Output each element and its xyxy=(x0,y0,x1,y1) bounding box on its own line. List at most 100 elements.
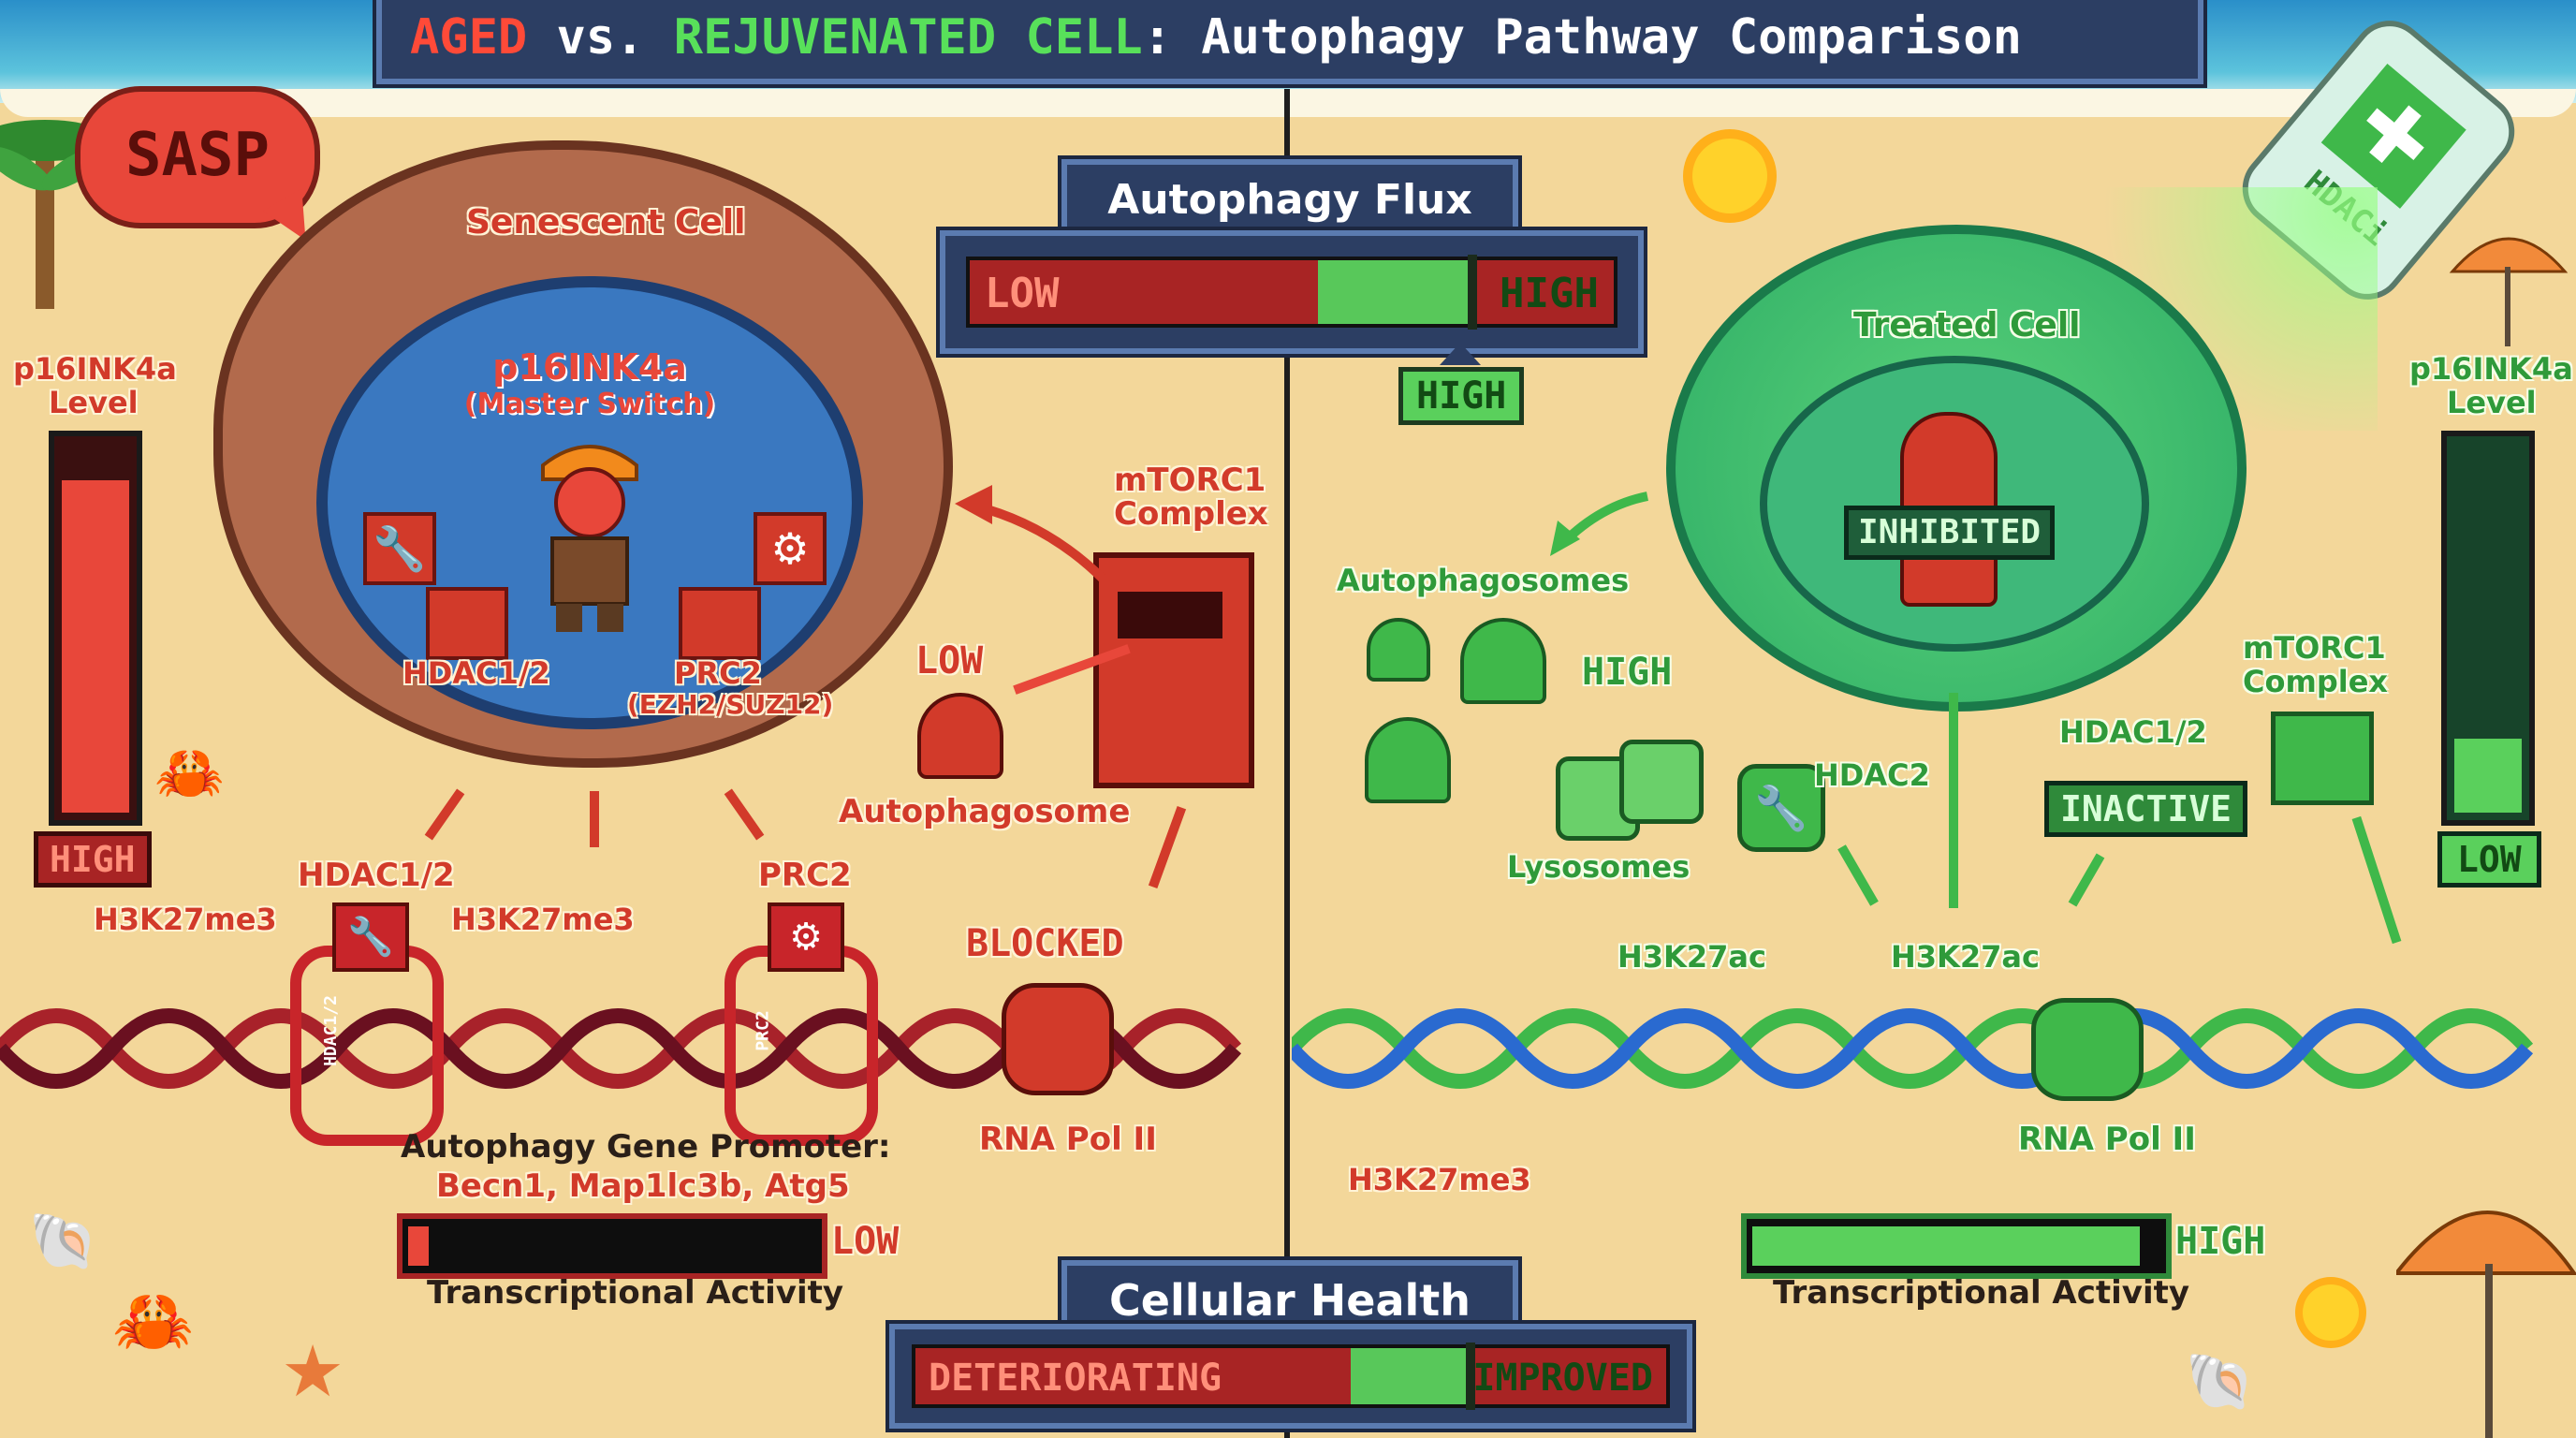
beach-umbrella-icon-2 xyxy=(2396,1211,2576,1438)
rejuv-tx-bar xyxy=(1741,1213,2172,1279)
title-rest: : Autophagy Pathway Comparison xyxy=(1142,9,2022,66)
mtorc-aged-label-2: Complex xyxy=(1114,495,1268,533)
mtorc-rejuv-robot xyxy=(2271,712,2374,805)
hdac-lever xyxy=(426,587,508,660)
arrow-hdac-down xyxy=(424,788,465,841)
gear-icon: ⚙ xyxy=(754,512,827,585)
rejuv-tx-fill xyxy=(1752,1226,2141,1266)
lysosome-2-icon xyxy=(1619,740,1704,824)
hdac12-label: HDAC1/2 xyxy=(2059,714,2207,750)
flux-gauge: LOW HIGH xyxy=(940,230,1644,354)
arrow-hdac2-down xyxy=(1837,844,1879,906)
wrench-icon: 🔧 xyxy=(363,512,436,585)
angry-worker-icon xyxy=(541,445,638,632)
hdac2-wrench-icon: 🔧 xyxy=(1737,764,1825,852)
senescent-cell: Senescent Cell p16INK4a (Master Switch) … xyxy=(213,140,953,768)
flux-needle xyxy=(1467,255,1477,330)
gear-clamp-icon: ⚙ xyxy=(768,902,844,972)
p16-rejuv-fill xyxy=(2454,739,2522,813)
page-title: AGED vs. REJUVENATED CELL: Autophagy Pat… xyxy=(410,13,2022,62)
wrench-clamp-icon: 🔧 xyxy=(332,902,409,972)
prc-lever-sub: (EZH2/SUZ12) xyxy=(627,689,834,720)
hdac-clamp-label: HDAC1/2 xyxy=(320,995,341,1066)
health-needle xyxy=(1466,1343,1476,1410)
hdac-lever-label: HDAC1/2 xyxy=(402,655,550,691)
sun-icon-2 xyxy=(2303,1284,2359,1341)
health-title: Cellular Health xyxy=(1109,1275,1471,1326)
p16-aged-value: HIGH xyxy=(34,831,152,888)
flux-indicator-arrow xyxy=(1440,343,1481,365)
crab-icon: 🦀 xyxy=(154,741,225,806)
arrow-mtorc-down xyxy=(2351,815,2402,945)
p16-aged-fill xyxy=(62,480,129,813)
arrow-center-down xyxy=(590,791,599,847)
mtorc-aged-label-1: mTORC1 xyxy=(1114,462,1266,499)
autophagosome-label: Autophagosome xyxy=(839,793,1131,830)
inhibited-label: INHIBITED xyxy=(1844,506,2056,560)
title-rejuvenated: REJUVENATED CELL xyxy=(673,9,1143,66)
title-aged: AGED xyxy=(410,9,528,66)
rejuv-tx-value: HIGH xyxy=(2175,1220,2266,1263)
health-gauge-green xyxy=(1351,1348,1471,1404)
prc-lever xyxy=(679,587,761,660)
promoter-label-1: Autophagy Gene Promoter: xyxy=(401,1128,891,1166)
rna-pol-rejuv-icon xyxy=(2031,998,2144,1101)
mtorc-aged-robot xyxy=(1093,552,1254,788)
arrow-prc-down xyxy=(724,788,765,841)
health-gauge: DETERIORATING IMPROVED xyxy=(889,1324,1692,1429)
autophagosome-3-icon xyxy=(1365,717,1451,803)
health-right-label: IMPROVED xyxy=(1472,1357,1653,1400)
crab-icon-2: 🦀 xyxy=(112,1283,195,1359)
sasp-bubble: SASP xyxy=(75,86,320,228)
autophagosome-1-icon xyxy=(1367,618,1430,682)
aged-tx-label: Transcriptional Activity xyxy=(427,1274,844,1312)
arrow-inactive-down xyxy=(2068,853,2105,907)
arrow-mtorc-blocked xyxy=(1148,806,1187,888)
mtorc-rejuv-label-2: Complex xyxy=(2243,664,2389,699)
rna-pol-aged-icon xyxy=(1002,983,1114,1095)
flux-high-label: HIGH xyxy=(1500,270,1599,317)
senescent-nucleus: p16INK4a (Master Switch) 🔧 ⚙ HDAC1/2 PRC… xyxy=(316,276,863,729)
p16-rejuv-label-2: Level xyxy=(2447,385,2537,420)
sasp-label: SASP xyxy=(124,121,271,190)
rejuv-tx-label: Transcriptional Activity xyxy=(1773,1274,2190,1312)
h3k27me3-label-1: H3K27me3 xyxy=(94,902,277,937)
h3k27ac-label-1: H3K27ac xyxy=(1617,939,1766,975)
p16-aged-gauge xyxy=(49,431,142,826)
master-switch-title: p16INK4a xyxy=(492,346,687,388)
inactive-label: INACTIVE xyxy=(2044,781,2248,837)
sun-icon xyxy=(1692,139,1767,213)
flux-gauge-green xyxy=(1317,260,1472,324)
health-gauge-track: DETERIORATING IMPROVED xyxy=(912,1343,1670,1410)
p16-aged-label-2: Level xyxy=(49,385,139,420)
rna-pol-rejuv-label: RNA Pol II xyxy=(2018,1121,2196,1158)
mtorc-aged-screen xyxy=(1118,592,1222,638)
p16-rejuv-gauge xyxy=(2441,431,2535,826)
aged-tx-value: LOW xyxy=(831,1220,900,1263)
promoter-label-2: Becn1, Map1lc3b, Atg5 xyxy=(436,1167,850,1205)
mtorc-to-cell-arrow xyxy=(955,485,1108,584)
flux-title: Autophagy Flux xyxy=(1107,176,1472,224)
flux-low-label: LOW xyxy=(985,270,1060,317)
p16-aged-label-1: p16INK4a xyxy=(13,351,177,387)
shell-icon: 🐚 xyxy=(28,1209,98,1274)
p16-rejuv-label-1: p16INK4a xyxy=(2409,351,2573,387)
aged-tx-bar xyxy=(397,1213,827,1279)
prc-dna-label: PRC2 xyxy=(758,857,852,894)
treated-cell-label: Treated Cell xyxy=(1853,306,2081,345)
aged-autophagy-low: LOW xyxy=(915,639,984,682)
aged-tx-fill xyxy=(408,1226,429,1266)
starfish-icon: ★ xyxy=(281,1329,345,1413)
flux-title-panel: Autophagy Flux xyxy=(1061,159,1518,238)
lysosomes-label: Lysosomes xyxy=(1507,849,1690,885)
h3k27ac-label-2: H3K27ac xyxy=(1891,939,2040,975)
treated-cell: Treated Cell INHIBITED xyxy=(1666,225,2247,712)
autophagosome-pacman-icon xyxy=(917,693,1003,779)
flux-indicator: HIGH xyxy=(1398,367,1525,425)
center-divider xyxy=(1284,89,1290,1438)
mtorc-rejuv-label-1: mTORC1 xyxy=(2243,630,2386,666)
beach-umbrella-icon xyxy=(2449,237,2569,346)
title-vs: vs. xyxy=(527,9,674,66)
prc-clamp: PRC2 xyxy=(724,946,878,1146)
p16-rejuv-value: LOW xyxy=(2437,831,2541,888)
